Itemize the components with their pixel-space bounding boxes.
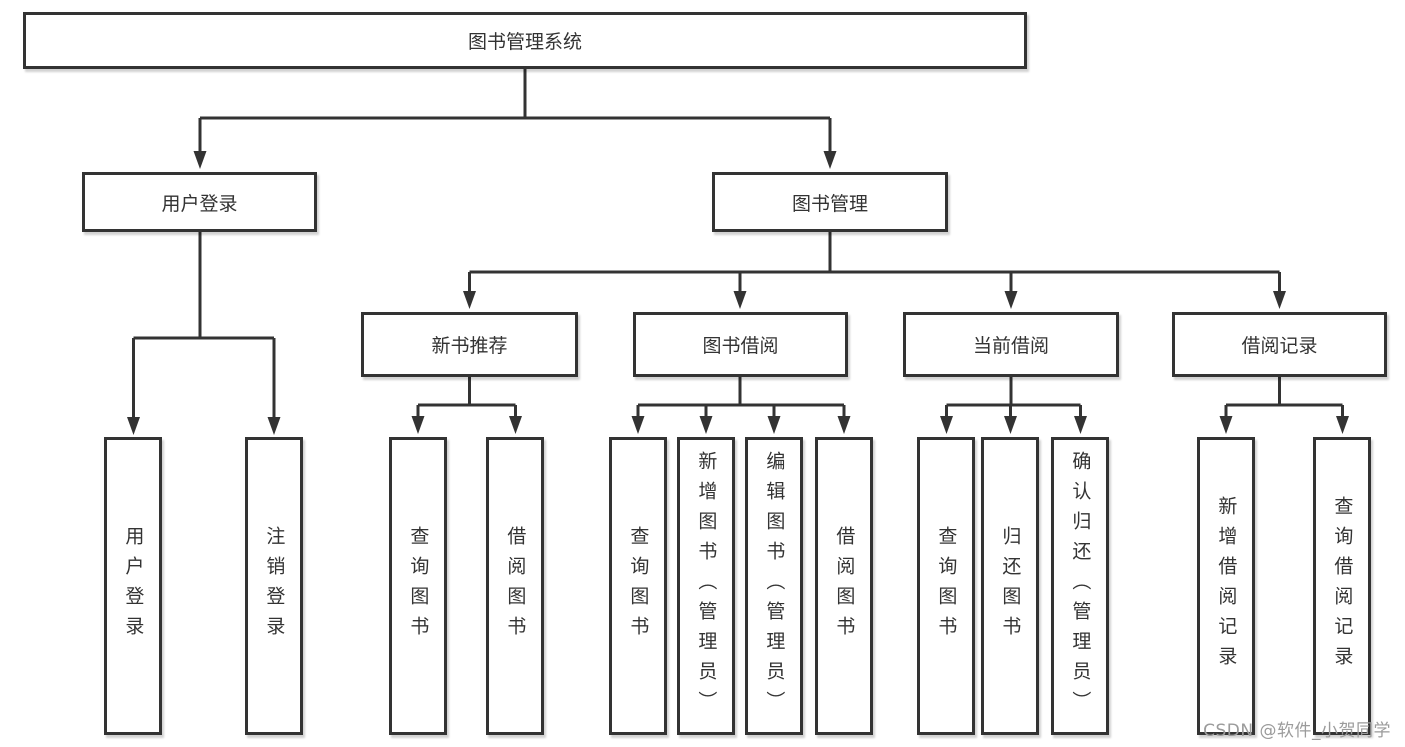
- leaf-logout-label: 注销登录: [263, 526, 286, 646]
- node-root: 图书管理系统: [23, 12, 1027, 69]
- node-user-login: 用户登录: [82, 172, 317, 232]
- connector-current-borrow-branch: [940, 377, 1087, 434]
- leaf-confirm-return-admin: 确认归还（管理员）: [1051, 437, 1109, 735]
- leaf-return-book: 归还图书: [981, 437, 1039, 735]
- leaf-user-login: 用户登录: [104, 437, 162, 735]
- node-current-borrow-label: 当前借阅: [972, 335, 1049, 357]
- node-book-borrow: 图书借阅: [633, 312, 848, 377]
- leaf-logout: 注销登录: [245, 437, 303, 735]
- node-book-borrow-label: 图书借阅: [702, 335, 779, 357]
- connector-root-branch: [193, 69, 837, 169]
- connector-book-borrow-branch: [631, 377, 851, 434]
- node-new-book-recommend-label: 新书推荐: [431, 335, 508, 357]
- leaf-query-borrow-record: 查询借阅记录: [1313, 437, 1371, 735]
- leaf-user-login-label: 用户登录: [122, 526, 145, 646]
- leaf-borrow-books-recommend-label: 借阅图书: [504, 526, 527, 646]
- leaf-borrow-books: 借阅图书: [815, 437, 873, 735]
- connector-new-book-branch: [411, 377, 522, 434]
- node-book-management-label: 图书管理: [791, 192, 868, 215]
- node-borrow-records-label: 借阅记录: [1241, 335, 1318, 357]
- node-root-label: 图书管理系统: [467, 31, 582, 53]
- leaf-edit-book-admin: 编辑图书（管理员）: [745, 437, 803, 735]
- leaf-add-book-admin-label: 新增图书（管理员）: [695, 451, 718, 721]
- watermark: CSDN @软件_小贺同学: [1203, 721, 1391, 741]
- leaf-query-books-recommend: 查询图书: [389, 437, 447, 735]
- node-book-management: 图书管理: [712, 172, 948, 232]
- leaf-query-books-current: 查询图书: [917, 437, 975, 735]
- node-borrow-records: 借阅记录: [1172, 312, 1387, 377]
- connector-book-management-branch: [463, 232, 1286, 309]
- leaf-return-book-label: 归还图书: [999, 526, 1022, 646]
- leaf-query-books-recommend-label: 查询图书: [407, 526, 430, 646]
- node-user-login-label: 用户登录: [161, 192, 238, 215]
- leaf-borrow-books-recommend: 借阅图书: [486, 437, 544, 735]
- leaf-query-books-borrow-label: 查询图书: [627, 526, 650, 646]
- leaf-query-books-borrow: 查询图书: [609, 437, 667, 735]
- leaf-edit-book-admin-label: 编辑图书（管理员）: [763, 451, 786, 721]
- leaf-add-borrow-record-label: 新增借阅记录: [1215, 496, 1238, 676]
- node-new-book-recommend: 新书推荐: [361, 312, 578, 377]
- connector-user-login-branch: [127, 232, 281, 435]
- leaf-query-books-current-label: 查询图书: [935, 526, 958, 646]
- connector-borrow-records-branch: [1219, 377, 1349, 434]
- leaf-add-book-admin: 新增图书（管理员）: [677, 437, 735, 735]
- node-current-borrow: 当前借阅: [903, 312, 1119, 377]
- leaf-add-borrow-record: 新增借阅记录: [1197, 437, 1255, 735]
- leaf-borrow-books-label: 借阅图书: [833, 526, 856, 646]
- leaf-query-borrow-record-label: 查询借阅记录: [1331, 496, 1354, 676]
- leaf-confirm-return-admin-label: 确认归还（管理员）: [1069, 451, 1092, 721]
